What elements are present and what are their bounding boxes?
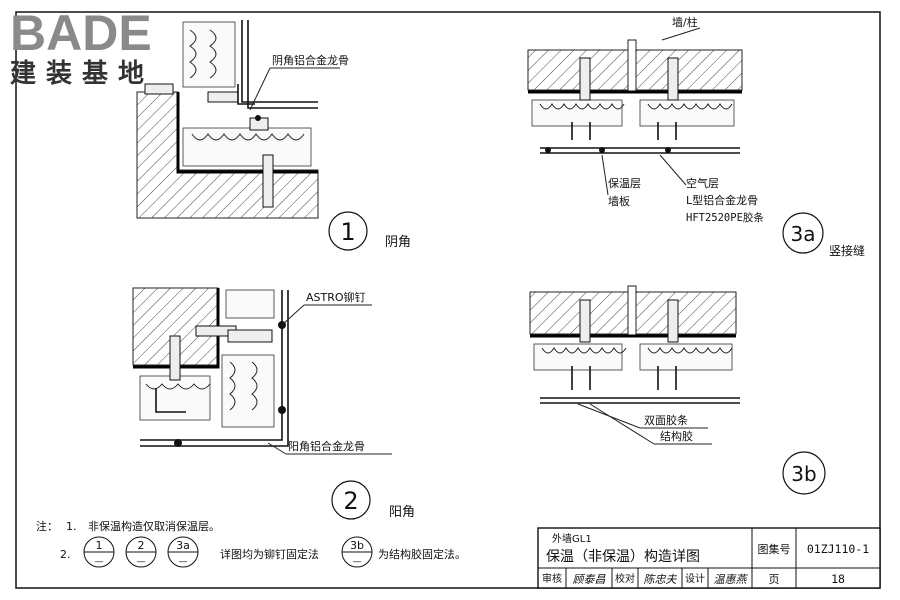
title-block: 外墙GL1 保温（非保温）构造详图 图集号 01ZJ110-1 审核 顾泰昌 校… (537, 527, 881, 589)
design-signature: 温惠燕 (714, 573, 749, 586)
notes: 注： 1. 非保温构造仅取消保温层。 2. 1 — 2 — 3a — 详图均为铆… (36, 519, 466, 568)
label-structural-glue: 结构胶 (660, 429, 693, 443)
ref-tag-1-sheet: — (95, 557, 104, 567)
callout-astro-rivet: ASTRO铆钉 (306, 290, 366, 304)
label-hft-strip: HFT2520PE胶条 (686, 211, 764, 224)
review-signature: 顾泰昌 (573, 573, 607, 586)
title-main: 保温（非保温）构造详图 (546, 549, 700, 565)
ref-tag-3b-sheet: — (353, 557, 362, 567)
check-signature: 陈忠夫 (644, 573, 678, 586)
ref-tag-3b-number: 3b (350, 539, 364, 552)
callout-inner-corner-keel: 阴角铝合金龙骨 (272, 53, 349, 67)
design-label: 设计 (685, 572, 705, 585)
label-l-keel: L型铝合金龙骨 (686, 193, 758, 207)
insulation-1b (182, 127, 312, 167)
note-2-glue-text: 为结构胶固定法。 (378, 547, 466, 561)
detail-3a-drawing: 墙/柱 保温层 墙板 空气层 L型铝合金龙骨 HFT2520PE胶条 (527, 15, 764, 224)
notes-prefix: 注： (36, 519, 58, 533)
ref-tag-3a-number: 3a (176, 539, 190, 552)
note-2-index: 2. (60, 548, 71, 561)
detail-1-name: 阴角 (385, 235, 411, 250)
detail-2-number: 2 (343, 487, 358, 515)
atlas-label: 图集号 (758, 542, 791, 556)
callout-outer-corner-keel: 阳角铝合金龙骨 (288, 439, 365, 453)
label-insulation: 保温层 (608, 176, 641, 190)
page-label: 页 (769, 573, 780, 586)
detail-2-name: 阳角 (389, 505, 415, 520)
ref-tag-3b: 3b — (341, 536, 373, 568)
ref-tag-1: 1 — (83, 536, 115, 568)
detail-2-drawing: ASTRO铆钉 阳角铝合金龙骨 (132, 287, 392, 455)
detail-3b-drawing: 双面胶条 结构胶 (529, 285, 740, 445)
ref-tag-2-number: 2 (138, 539, 145, 552)
detail-3b-tag: 3b (782, 451, 826, 495)
label-air-layer: 空气层 (686, 176, 719, 190)
label-wall-column: 墙/柱 (672, 15, 698, 29)
review-label: 审核 (542, 572, 562, 585)
logo-tagline: 建装基地 (10, 59, 154, 89)
note-1-text: 非保温构造仅取消保温层。 (88, 519, 220, 533)
note-1-index: 1. (66, 520, 77, 533)
detail-1-tag: 1 阴角 (328, 211, 411, 251)
ref-tag-3a: 3a — (167, 536, 199, 568)
logo: BADE 建装基地 (10, 5, 154, 89)
atlas-number: 01ZJ110-1 (807, 542, 869, 556)
page-number: 18 (831, 572, 845, 586)
detail-3a-name: 竖接缝 (829, 243, 865, 258)
note-2-rivet-text: 详图均为铆钉固定法 (220, 547, 319, 561)
sheet-border (15, 11, 881, 589)
detail-3a-tag: 3a 竖接缝 (782, 212, 865, 258)
logo-brand: BADE (10, 5, 152, 61)
detail-3b-number: 3b (791, 462, 816, 486)
label-double-sided-tape: 双面胶条 (644, 413, 688, 427)
label-wall-panel: 墙板 (608, 194, 630, 208)
ref-tag-2: 2 — (125, 536, 157, 568)
title-subtitle: 外墙GL1 (552, 532, 592, 545)
detail-1-number: 1 (340, 218, 355, 246)
detail-2-tag: 2 阳角 (331, 480, 415, 520)
ref-tag-2-sheet: — (137, 557, 146, 567)
ref-tag-1-number: 1 (96, 539, 103, 552)
check-label: 校对 (615, 572, 635, 585)
detail-3a-number: 3a (791, 222, 816, 246)
ref-tag-3a-sheet: — (179, 557, 188, 567)
detail-1-drawing: 阴角铝合金龙骨 (136, 20, 349, 219)
